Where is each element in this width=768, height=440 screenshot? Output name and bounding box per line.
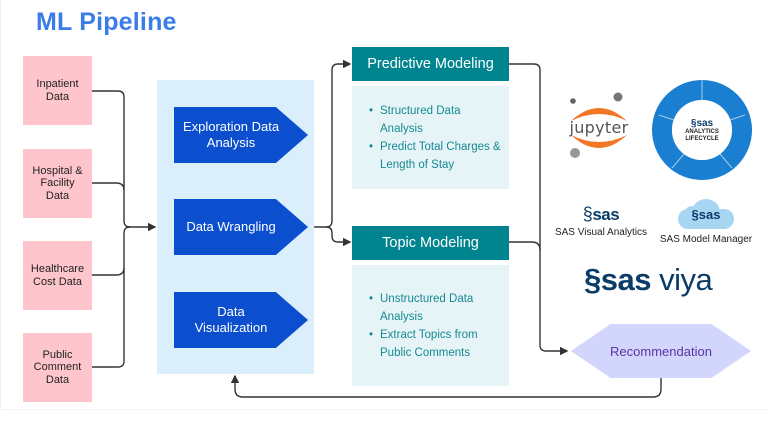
slide-frame (0, 0, 768, 410)
predictive-modeling-body: Structured Data Analysis Predict Total C… (352, 86, 509, 189)
source-label: Healthcare Cost Data (30, 263, 85, 288)
sas-visual-analytics-logo: §sas SAS Visual Analytics (548, 205, 654, 245)
sas-viya-logo: §sas viya (584, 262, 734, 302)
predictive-modeling-bullets: Structured Data Analysis Predict Total C… (369, 102, 503, 174)
source-healthcare-cost-data: Healthcare Cost Data (23, 241, 92, 310)
page-title: ML Pipeline (36, 8, 177, 36)
jupyter-logo: jupyter (563, 91, 635, 163)
sas-icon: §sas (584, 262, 651, 297)
source-label: Hospital & Facility Data (32, 164, 83, 202)
stage-exploration-data-analysis: Exploration Data Analysis (174, 107, 308, 163)
source-public-comment-data: Public Comment Data (23, 333, 92, 402)
source-hospital-facility-data: Hospital & Facility Data (23, 149, 92, 218)
recommendation-node: Recommendation (571, 324, 751, 378)
viya-wordmark: viya (659, 262, 713, 297)
jupyter-wordmark: jupyter (569, 118, 629, 137)
sas-model-manager-logo: §sas SAS Model Manager (656, 197, 756, 247)
topic-modeling-body: Unstructured Data Analysis Extract Topic… (352, 265, 509, 386)
recommendation-label: Recommendation (610, 343, 712, 359)
lifecycle-ring-icon (652, 80, 752, 180)
lifecycle-line2: LIFECYCLE (685, 135, 719, 142)
sas-analytics-lifecycle-logo: §sas ANALYTICS LIFECYCLE (652, 80, 752, 180)
jupyter-icon (570, 92, 627, 158)
predictive-modeling-header: Predictive Modeling (352, 47, 509, 81)
stage-data-visualization: Data Visualization (174, 292, 308, 348)
source-inpatient-data: Inpatient Data (23, 56, 92, 125)
stage-data-wrangling: Data Wrangling (174, 199, 308, 255)
stage-label: Data Visualization (194, 304, 268, 335)
stage-label: Exploration Data Analysis (182, 119, 280, 150)
sas-icon: §sas (691, 207, 721, 222)
sas-visual-analytics-caption: SAS Visual Analytics (554, 227, 648, 238)
bullet-item: Structured Data Analysis (369, 102, 503, 138)
lifecycle-center: §sas ANALYTICS LIFECYCLE (672, 100, 732, 160)
bullet-item: Unstructured Data Analysis (369, 290, 503, 326)
topic-modeling-header: Topic Modeling (352, 226, 509, 260)
sas-icon: §sas (582, 204, 620, 224)
source-label: Public Comment Data (33, 348, 82, 386)
bullet-item: Extract Topics from Public Comments (369, 326, 503, 362)
cloud-icon: §sas (674, 197, 738, 231)
sas-model-manager-caption: SAS Model Manager (659, 234, 753, 245)
bullet-item: Predict Total Charges & Length of Stay (369, 138, 503, 174)
topic-modeling-bullets: Unstructured Data Analysis Extract Topic… (369, 290, 503, 362)
source-label: Inpatient Data (36, 78, 79, 103)
stage-label: Data Wrangling (186, 219, 276, 234)
sas-wordmark: §sas (690, 117, 714, 129)
lifecycle-line1: ANALYTICS (685, 128, 719, 135)
